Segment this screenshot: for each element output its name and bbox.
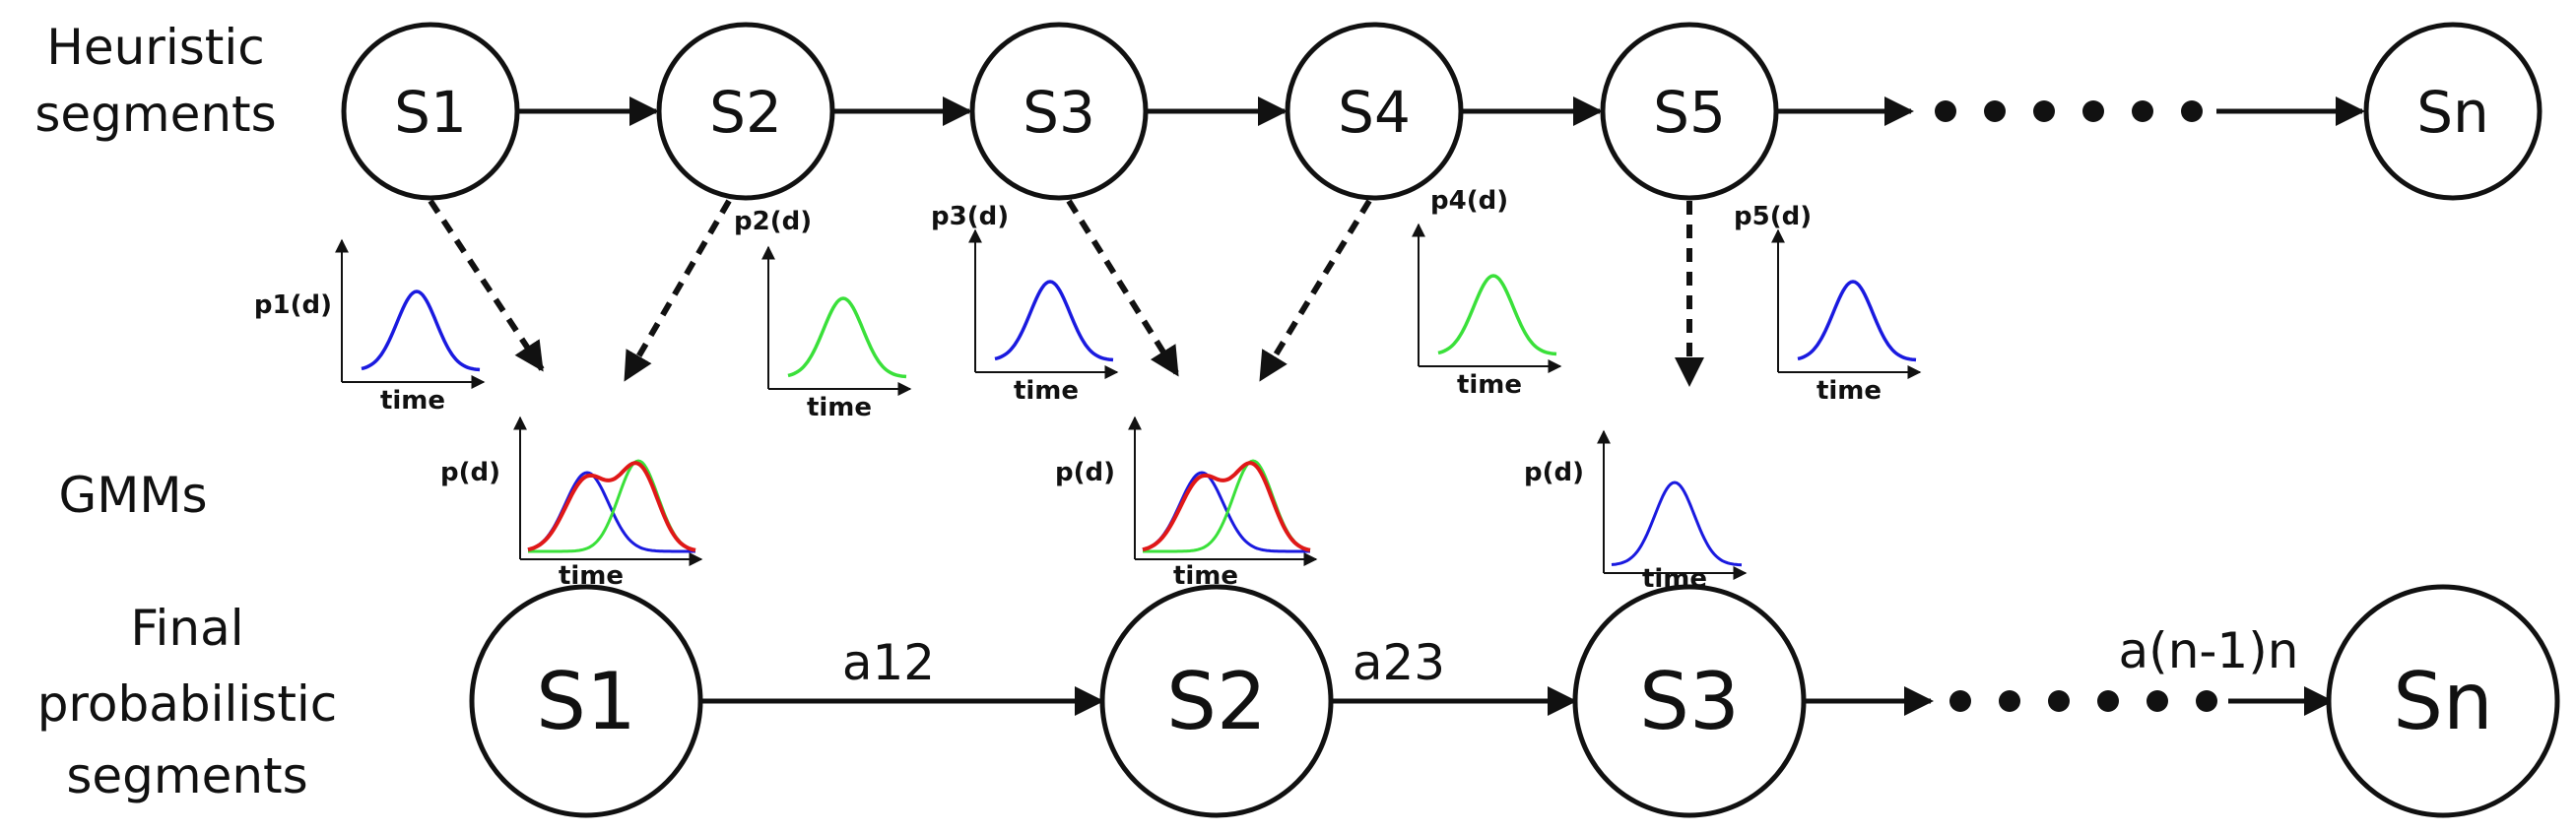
gmm-component-curve [1611,481,1743,567]
heuristic-chain: S1 S2 S3 S4 S5 Sn [341,22,2543,201]
plot-ylabel: p(d) [1055,458,1115,487]
row-label-gmms: GMMs [58,467,207,524]
merge-arrows [428,199,1704,387]
row-label-final: Final probabilistic segments [37,600,338,804]
heuristic-node-s2: S2 [656,22,835,201]
gmm-mixture-curve [1142,461,1311,552]
plot-xlabel: time [380,386,445,416]
plot-ylabel: p2(d) [734,207,812,236]
dashed-arrow-s4-gmm2 [1258,199,1372,382]
gmm-component-curve [1143,459,1311,553]
dashed-arrow-s2-gmm1 [623,199,732,382]
final-node-label: Sn [2393,656,2492,747]
row-label-final-line2: probabilistic [37,675,338,733]
gmm-plot-2: p(d) time [1055,416,1318,591]
segment-plot-3: p3(d) time [931,202,1119,406]
duration-curve [994,280,1114,362]
heuristic-node-label: S2 [709,79,782,146]
dashed-arrow-s1-gmm1 [428,199,545,372]
duration-curve [361,289,481,372]
segment-plot-4: p4(d) time [1412,186,1562,400]
final-node-s3: S3 [1572,584,1807,818]
gmm-plots: p(d) time p(d) time p(d) time [440,416,1748,594]
plot-xlabel: time [1816,376,1882,406]
plot-ylabel: p5(d) [1734,202,1812,231]
gmm-plot-3: p(d) time [1524,429,1748,594]
plot-ylabel: p4(d) [1430,186,1508,216]
segment-plot-5: p5(d) time [1734,202,1922,406]
gmm-plot-1: p(d) time [440,416,703,591]
plot-ylabel: p1(d) [254,290,332,320]
duration-curve [787,296,907,379]
plot-ylabel: p(d) [440,458,500,487]
plot-xlabel: time [807,393,872,422]
heuristic-node-sn: Sn [2363,22,2543,201]
heuristic-node-label: Sn [2416,79,2489,146]
gmm-component-curve [528,459,696,553]
duration-curve [1797,280,1917,362]
final-chain: a12 a23 a(n-1)n S1 S2 S3 Sn [469,584,2560,818]
transition-label-a12: a12 [842,634,935,691]
segment-plots: p1(d) time p2(d) time p3(d) time p4(d) t… [254,186,1922,422]
heuristic-node-label: S3 [1023,79,1095,146]
heuristic-node-s5: S5 [1600,22,1779,201]
row-label-heuristic-line2: segments [34,86,276,143]
heuristic-node-label: S1 [394,79,467,146]
heuristic-node-s3: S3 [969,22,1149,201]
final-node-label: S2 [1166,656,1267,747]
plot-ylabel: p3(d) [931,202,1009,231]
segment-plot-1: p1(d) time [254,238,486,416]
final-node-sn: Sn [2326,584,2560,818]
plot-xlabel: time [1014,376,1079,406]
heuristic-node-s1: S1 [341,22,520,201]
heuristic-node-s4: S4 [1285,22,1464,201]
row-label-final-line3: segments [66,747,307,804]
final-node-label: S3 [1639,656,1740,747]
final-ellipsis [1949,690,2217,712]
heuristic-node-label: S4 [1338,79,1411,146]
row-label-heuristic-line1: Heuristic [46,19,265,76]
final-node-s1: S1 [469,584,703,818]
dashed-arrow-s3-gmm2 [1066,199,1180,377]
final-node-label: S1 [536,656,636,747]
plot-xlabel: time [1457,370,1522,400]
duration-curve [1437,274,1557,356]
gmm-mixture-curve [527,461,696,552]
heuristic-ellipsis [1935,100,2203,122]
transition-label-an: a(n-1)n [2119,622,2299,679]
row-label-heuristic: Heuristic segments [34,19,276,143]
transition-label-a23: a23 [1353,634,1445,691]
segment-plot-2: p2(d) time [734,207,912,422]
final-node-s2: S2 [1099,584,1334,818]
row-label-final-line1: Final [130,600,243,657]
heuristic-node-label: S5 [1653,79,1726,146]
plot-ylabel: p(d) [1524,458,1584,487]
